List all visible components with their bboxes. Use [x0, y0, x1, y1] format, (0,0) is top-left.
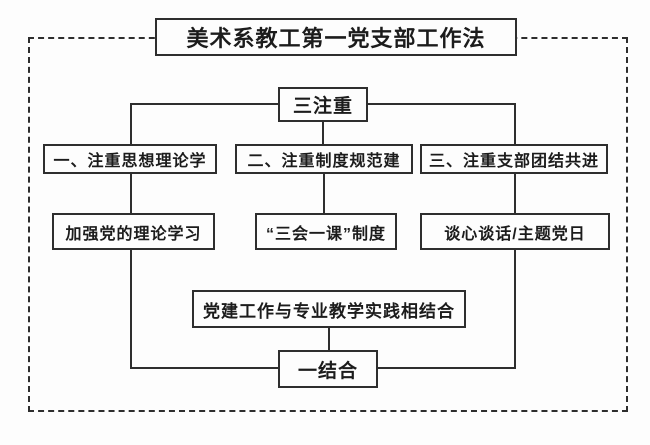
node-emphasis-2: 二、注重制度规范建 [235, 144, 413, 174]
connector-bottom-right-horizontal [378, 367, 516, 369]
connector-bottom-left-horizontal [130, 367, 278, 369]
node-integration-label: 党建工作与专业教学实践相结合 [203, 301, 455, 321]
node-integration: 党建工作与专业教学实践相结合 [192, 290, 466, 328]
node-measure-2: “三会一课”制度 [255, 213, 397, 250]
node-emphasis-3-label: 三、注重支部团结共进 [428, 153, 599, 170]
connector-drop-to-emphasis-1 [130, 103, 132, 144]
diagram-title-box: 美术系教工第一党支部工作法 [155, 18, 517, 56]
node-measure-2-label: “三会一课”制度 [265, 225, 386, 243]
connector-emphasis2-to-measure2 [323, 174, 325, 213]
node-emphasis-1: 一、注重思想理论学 [43, 144, 217, 174]
node-measure-1: 加强党的理论学习 [52, 213, 215, 250]
connector-top-left-horizontal [130, 103, 278, 105]
connector-drop-to-emphasis-3 [514, 103, 516, 144]
connector-measure1-down-left [130, 250, 132, 369]
node-emphasis-3: 三、注重支部团结共进 [420, 144, 608, 174]
connector-drop-to-emphasis-2 [322, 122, 324, 144]
node-three-emphases: 三注重 [278, 87, 368, 122]
node-three-emphases-label: 三注重 [292, 96, 353, 117]
node-one-combination-label: 一结合 [297, 360, 358, 382]
node-emphasis-1-label: 一、注重思想理论学 [53, 153, 207, 170]
node-emphasis-2-label: 二、注重制度规范建 [247, 153, 401, 170]
node-one-combination: 一结合 [278, 350, 378, 388]
node-measure-3: 谈心谈话/主题党日 [420, 213, 610, 250]
node-measure-1-label: 加强党的理论学习 [65, 225, 202, 243]
connector-emphasis3-to-measure3 [514, 174, 516, 213]
diagram-title-label: 美术系教工第一党支部工作法 [186, 26, 486, 51]
connector-top-right-horizontal [368, 103, 514, 105]
connector-measure3-down-right [514, 250, 516, 369]
node-measure-3-label: 谈心谈话/主题党日 [444, 225, 586, 243]
connector-emphasis1-to-measure1 [130, 174, 132, 213]
connector-integration-to-bottom [328, 328, 330, 350]
